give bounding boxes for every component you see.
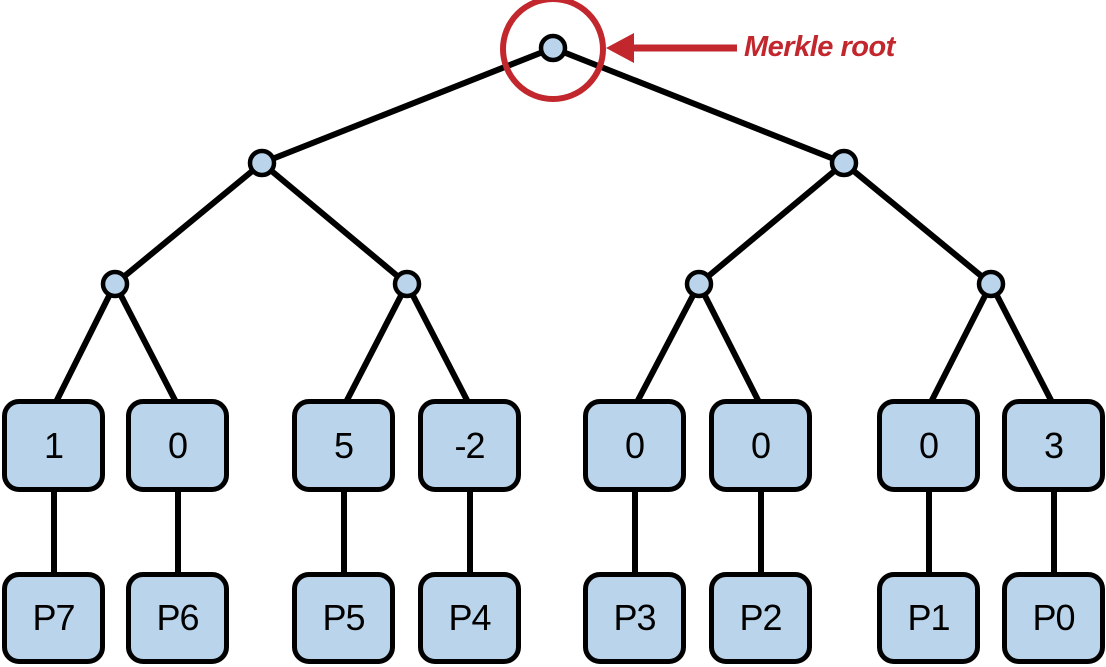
root-annotation [500,0,737,102]
packet-box: P4 [418,572,521,664]
packet-box: P3 [583,572,686,664]
tree-edge [988,282,1057,408]
packet-box: P5 [292,572,395,664]
tree-edges [51,45,1057,408]
tree-edge [551,45,846,166]
leaf-value-box: 3 [1002,399,1105,492]
tree-nodes [100,33,1006,299]
leaf-value-box: 1 [2,399,105,492]
packet-box: P2 [709,572,812,664]
merkle-root-label: Merkle root [744,31,895,63]
internal-node [392,269,422,299]
tree-edge [696,282,764,408]
tree-edge [260,45,555,166]
leaf-connectors [51,488,1057,576]
internal-node [976,269,1006,299]
root-highlight-circle [500,0,606,102]
internal-node [100,269,130,299]
packet-box: P1 [877,572,980,664]
tree-edge [341,282,410,408]
internal-node [829,148,859,178]
tree-edge [51,282,118,408]
tree-edge [404,282,473,408]
packet-box: P7 [2,572,105,664]
tree-edge [632,282,702,408]
tree-edge [697,160,846,287]
tree-edge [842,160,993,287]
tree-edge [112,282,181,408]
leaf-value-box: 0 [583,399,686,492]
merkle-root-node [538,33,568,63]
internal-node [247,148,277,178]
leaf-value-box: 0 [126,399,229,492]
packet-box: P0 [1002,572,1105,664]
tree-edge [113,160,264,287]
internal-node [684,269,714,299]
leaf-value-box: 5 [292,399,395,492]
tree-edge [926,282,994,408]
leaf-value-box: 0 [709,399,812,492]
leaf-value-box: 0 [877,399,980,492]
packet-box: P6 [126,572,229,664]
tree-edge [260,160,409,287]
arrowhead-icon [606,33,634,63]
leaf-value-box: -2 [418,399,521,492]
